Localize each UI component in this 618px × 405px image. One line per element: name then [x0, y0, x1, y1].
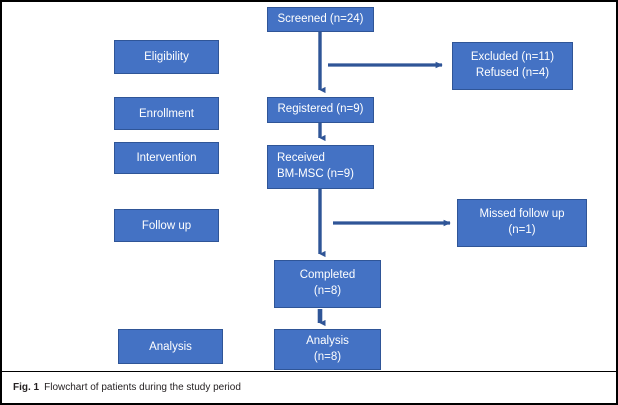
- stage-label-intervention: Intervention: [114, 142, 219, 174]
- flow-node-analysis: Analysis (n=8): [274, 329, 381, 370]
- stage-label-enrollment: Enrollment: [114, 97, 219, 130]
- figure-caption: Fig. 1 Flowchart of patients during the …: [2, 371, 616, 403]
- stage-label-analysis: Analysis: [118, 329, 223, 364]
- flow-node-screened: Screened (n=24): [267, 7, 374, 32]
- side-node-missed-followup: Missed follow up (n=1): [457, 199, 587, 247]
- stage-label-followup: Follow up: [114, 209, 219, 242]
- side-node-excluded-refused: Excluded (n=11) Refused (n=4): [452, 42, 573, 90]
- caption-label: Fig. 1: [13, 382, 40, 393]
- stage-label-eligibility: Eligibility: [114, 40, 219, 74]
- flow-node-received-bm-msc: Received BM-MSC (n=9): [267, 145, 374, 189]
- flow-node-registered: Registered (n=9): [267, 97, 374, 123]
- caption-text: Flowchart of patients during the study p…: [44, 382, 241, 393]
- flow-node-completed: Completed (n=8): [274, 260, 381, 308]
